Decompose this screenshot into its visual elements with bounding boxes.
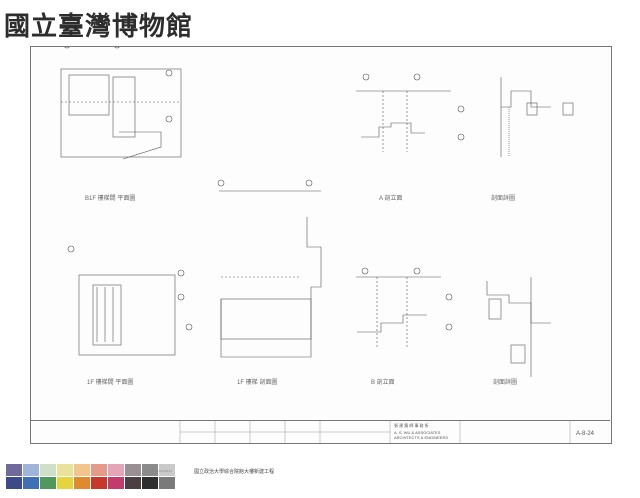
drawing-caption-3: 剖面詳圖 — [491, 196, 516, 202]
color-swatch — [6, 464, 22, 476]
drawing-caption-4: 1F 樓梯間 平面圖 — [87, 380, 134, 386]
color-swatch — [91, 464, 107, 476]
drawing-caption-5: 1F 樓梯 剖面圖 — [237, 380, 278, 386]
project-caption: 國立政治大學綜合院館大樓新建工程 — [194, 469, 275, 475]
color-swatch — [91, 477, 107, 489]
color-swatch — [142, 464, 158, 476]
firm-name-en-2: ARCHITECTS & ENGINEERS — [394, 435, 449, 440]
drawing-linework — [60, 41, 574, 377]
drawing-caption-6: B 剖立面 — [371, 380, 395, 386]
color-swatch — [74, 477, 90, 489]
sheet-number: A-8-24 — [576, 431, 595, 437]
archive-number: ▭▭▭▭▭▭▭▭ — [142, 468, 173, 473]
color-swatch — [23, 477, 39, 489]
color-swatch — [40, 464, 56, 476]
drawing-caption-1: B1F 樓梯間 平面圖 — [85, 196, 136, 202]
title-block-grid — [179, 421, 571, 443]
color-swatch — [159, 477, 175, 489]
color-swatch — [108, 464, 124, 476]
firm-name: 張 建 築 師 事 務 所 — [394, 423, 429, 428]
color-swatch — [23, 464, 39, 476]
drawing-caption-2: A 剖立面 — [379, 196, 403, 202]
color-swatch — [40, 477, 56, 489]
drawing-sheet: B1F 樓梯間 平面圖 A 剖立面 剖面詳圖 1F 樓梯間 平面圖 1F 樓梯 … — [30, 41, 612, 444]
drawing-caption-7: 剖面詳圖 — [493, 380, 518, 386]
color-swatch — [6, 477, 22, 489]
color-swatch — [125, 464, 141, 476]
museum-title: 國立臺灣博物館 — [4, 12, 194, 42]
firm-name-en: A. S. WU & ASSOCIATES — [394, 430, 441, 435]
color-swatch — [108, 477, 124, 489]
color-swatch — [74, 464, 90, 476]
color-swatch — [159, 464, 175, 476]
title-block: 張 建 築 師 事 務 所 A. S. WU & ASSOCIATES ARCH… — [30, 420, 610, 443]
color-swatch — [57, 477, 73, 489]
color-swatch — [57, 464, 73, 476]
color-swatch — [142, 477, 158, 489]
color-swatch — [125, 477, 141, 489]
